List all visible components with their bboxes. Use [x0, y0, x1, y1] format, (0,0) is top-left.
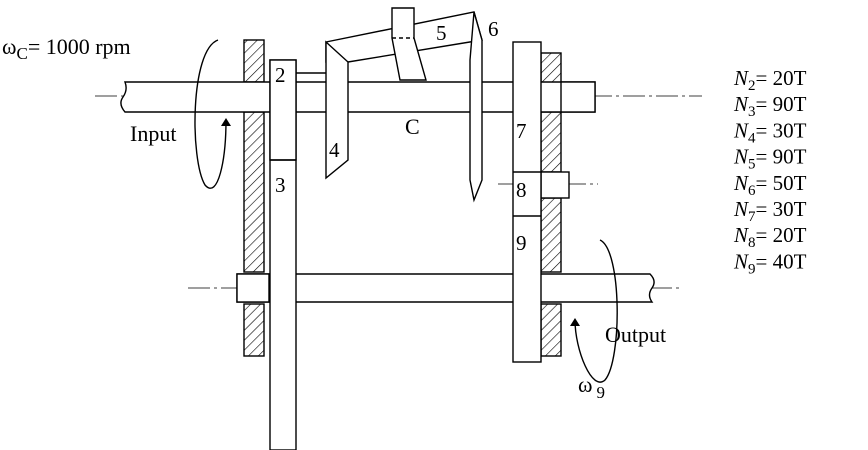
teeth-subscript: 6	[748, 183, 756, 199]
gear-label-7: 7	[516, 119, 527, 143]
gear-6	[469, 11, 483, 203]
teeth-row-4: N4= 30T	[733, 118, 807, 146]
left-frame	[243, 111, 265, 273]
shafts	[120, 72, 655, 303]
left-bearing-bottom	[243, 303, 265, 357]
teeth-symbol: N	[733, 66, 749, 90]
teeth-symbol: N	[733, 171, 749, 195]
carrier-label: C	[405, 114, 420, 139]
teeth-row-3: N3= 90T	[733, 92, 807, 120]
teeth-symbol: N	[733, 92, 749, 116]
gear-label-2: 2	[275, 63, 286, 87]
right-bearing-bottom	[540, 303, 562, 357]
teeth-value: = 90T	[756, 92, 807, 116]
teeth-subscript: 7	[748, 209, 756, 225]
output-speed-symbol: ω	[578, 372, 592, 397]
gear-label-4: 4	[329, 138, 340, 162]
gear-label-3: 3	[275, 173, 286, 197]
right-frame-lower	[540, 197, 562, 273]
teeth-row-9: N9= 40T	[733, 249, 807, 277]
output-shaft	[236, 273, 655, 303]
teeth-value: = 20T	[756, 223, 807, 247]
left-bearing-top	[243, 39, 265, 83]
output-label: Output	[605, 322, 666, 347]
teeth-value: = 50T	[756, 171, 807, 195]
gears	[269, 7, 542, 450]
gear-label-5: 5	[436, 21, 447, 45]
gear8-shaft-stub	[540, 171, 570, 199]
output-speed-subscript: 9	[596, 383, 605, 402]
teeth-row-2: N2= 20T	[733, 66, 807, 94]
teeth-subscript: 9	[748, 261, 756, 277]
right-bearing-top	[540, 52, 562, 84]
right-frame-upper	[540, 111, 562, 173]
teeth-symbol: N	[733, 249, 749, 273]
gear-2	[269, 59, 297, 161]
gear-4	[325, 40, 349, 180]
teeth-value: = 90T	[756, 145, 807, 169]
rotation-arrows	[194, 39, 618, 383]
input-shaft-end-stub	[560, 81, 596, 113]
teeth-subscript: 5	[748, 157, 756, 173]
gear-label-6: 6	[488, 17, 499, 41]
teeth-row-8: N8= 20T	[733, 223, 807, 251]
input-speed-symbol: ω	[2, 34, 16, 59]
teeth-subscript: 2	[748, 78, 756, 94]
teeth-value: = 20T	[756, 66, 807, 90]
input-speed-value: = 1000 rpm	[28, 34, 131, 59]
input-label: Input	[130, 121, 176, 146]
teeth-subscript: 8	[748, 235, 756, 251]
teeth-symbol: N	[733, 197, 749, 221]
teeth-value: = 40T	[756, 249, 807, 273]
output-rotation-arrow	[570, 239, 618, 383]
teeth-symbol: N	[733, 223, 749, 247]
teeth-subscript: 4	[748, 130, 756, 146]
teeth-row-5: N5= 90T	[733, 145, 807, 173]
teeth-subscript: 3	[748, 104, 756, 120]
gear-label-8: 8	[516, 178, 527, 202]
teeth-value: = 30T	[756, 197, 807, 221]
gear-stack-7-8-9	[512, 41, 542, 363]
teeth-symbol: N	[733, 145, 749, 169]
input-rotation-arrow	[194, 39, 231, 189]
teeth-value: = 30T	[756, 118, 807, 142]
teeth-symbol: N	[733, 118, 749, 142]
output-shaft-left-stub	[236, 273, 270, 303]
input-speed-subscript: C	[16, 44, 27, 63]
teeth-row-7: N7= 30T	[733, 197, 807, 225]
teeth-row-6: N6= 50T	[733, 171, 807, 199]
input-speed-annotation: ωC= 1000 rpm	[2, 34, 131, 63]
gear-label-9: 9	[516, 231, 527, 255]
gear-labels: 2 3 4 5 6 7 8 9	[275, 17, 527, 255]
